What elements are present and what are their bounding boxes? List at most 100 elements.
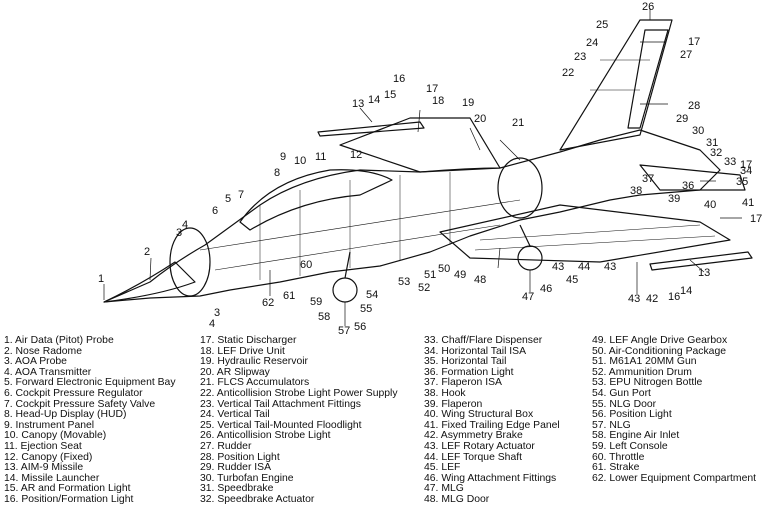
legend-item: 9. Instrument Panel xyxy=(4,419,95,431)
legend-column: 1. Air Data (Pitot) Probe 2. Nose Radome… xyxy=(4,335,176,506)
callout-number: 42 xyxy=(646,293,658,305)
rudder-outline xyxy=(627,29,669,129)
callout-number: 2 xyxy=(144,246,150,258)
callout-number: 40 xyxy=(704,199,716,211)
callout-number: 3 xyxy=(214,307,220,319)
legend-item: 34. Horizontal Tail ISA xyxy=(424,345,527,357)
callout-number: 11 xyxy=(315,151,326,163)
callout-number: 22 xyxy=(562,67,574,79)
callout-number: 18 xyxy=(432,95,444,107)
callout-number: 57 xyxy=(338,325,350,335)
legend-item: 59. Left Console xyxy=(592,440,668,452)
right-wing-outline xyxy=(439,204,731,263)
aircraft-cutaway-diagram: 1 2 3 4 3 4 5 6 7 8 9 10 11 12 13 14 15 … xyxy=(98,1,762,335)
callout-number: 13 xyxy=(352,98,364,110)
legend-item: 39. Flaperon xyxy=(424,398,483,410)
legend-item: 19. Hydraulic Reservoir xyxy=(200,356,308,368)
legend-item: 1. Air Data (Pitot) Probe xyxy=(4,335,114,346)
callout-number: 50 xyxy=(438,263,450,275)
callout-number: 12 xyxy=(350,149,362,161)
leader-lines xyxy=(103,8,742,326)
callout-number: 17 xyxy=(740,159,752,171)
callout-number: 43 xyxy=(628,293,640,305)
callout-number: 4 xyxy=(182,219,188,231)
callout-number: 48 xyxy=(474,274,486,286)
callout-number: 23 xyxy=(574,51,586,63)
legend-item: 44. LEF Torque Shaft xyxy=(424,451,523,463)
callout-number: 8 xyxy=(274,167,280,179)
legend-item: 61. Strake xyxy=(592,462,640,474)
legend-item: 28. Position Light xyxy=(200,451,280,463)
callout-number: 29 xyxy=(676,113,688,125)
callout-number: 61 xyxy=(283,290,295,302)
callout-number: 16 xyxy=(668,291,680,303)
engine-intake-outline xyxy=(169,227,211,297)
legend-item: 49. LEF Angle Drive Gearbox xyxy=(592,335,728,346)
legend-column: 33. Chaff/Flare Dispenser 34. Horizontal… xyxy=(424,335,560,506)
legend-item: 25. Vertical Tail-Mounted Floodlight xyxy=(200,419,362,431)
callout-number: 49 xyxy=(454,269,466,281)
legend-item: 38. Hook xyxy=(424,387,466,399)
callout-number: 37 xyxy=(642,173,654,185)
legend-item: 37. Flaperon ISA xyxy=(424,377,502,389)
legend-item: 46. Wing Attachment Fittings xyxy=(424,472,557,484)
callout-number: 21 xyxy=(512,117,524,129)
legend-item: 10. Canopy (Movable) xyxy=(4,430,107,442)
legend-item: 14. Missile Launcher xyxy=(4,472,100,484)
callout-number: 62 xyxy=(262,297,274,309)
callout-number: 46 xyxy=(540,283,552,295)
callout-number: 32 xyxy=(710,147,722,159)
legend-item: 52. Ammunition Drum xyxy=(592,366,692,378)
legend-item: 6. Cockpit Pressure Regulator xyxy=(4,387,143,399)
callout-number: 7 xyxy=(238,189,244,201)
legend-item: 47. MLG xyxy=(424,483,464,495)
callout-number: 17 xyxy=(688,36,700,48)
legend-item: 57. NLG xyxy=(592,419,631,431)
legend-item: 18. LEF Drive Unit xyxy=(200,345,285,357)
legend-item: 58. Engine Air Inlet xyxy=(592,430,680,442)
callout-number: 17 xyxy=(750,213,762,225)
legend-item: 33. Chaff/Flare Dispenser xyxy=(424,335,543,346)
legend-item: 29. Rudder ISA xyxy=(200,462,272,474)
callout-number: 25 xyxy=(596,19,608,31)
left-wing-outline xyxy=(339,117,501,173)
legend-item: 15. AR and Formation Light xyxy=(4,483,131,495)
callout-number: 15 xyxy=(384,89,396,101)
callout-number: 59 xyxy=(310,296,322,308)
legend-item: 11. Ejection Seat xyxy=(4,440,82,452)
legend-item: 56. Position Light xyxy=(592,409,672,421)
callout-number: 4 xyxy=(209,318,215,330)
legend-item: 55. NLG Door xyxy=(592,398,657,410)
legend-item: 60. Throttle xyxy=(592,451,645,463)
legend-item: 20. AR Slipway xyxy=(200,366,270,378)
legend-item: 48. MLG Door xyxy=(424,493,490,505)
upper-missile-outline xyxy=(317,121,425,137)
callout-number: 10 xyxy=(294,155,306,167)
callout-number: 43 xyxy=(604,261,616,273)
vertical-tail-outline xyxy=(559,19,673,151)
callout-number: 26 xyxy=(642,1,654,13)
legend-item: 62. Lower Equipment Compartment xyxy=(592,472,757,484)
callout-number: 19 xyxy=(462,97,474,109)
legend-item: 42. Asymmetry Brake xyxy=(424,430,523,442)
nose-radome-outline xyxy=(103,261,196,303)
legend-item: 24. Vertical Tail xyxy=(200,409,270,421)
callout-number: 5 xyxy=(225,193,231,205)
callout-number: 31 xyxy=(706,137,718,149)
legend-item: 22. Anticollision Strobe Light Power Sup… xyxy=(200,387,398,399)
callout-number: 52 xyxy=(418,282,430,294)
callout-number: 14 xyxy=(680,285,692,297)
callout-number: 53 xyxy=(398,276,410,288)
legend-item: 23. Vertical Tail Attachment Fittings xyxy=(200,398,361,410)
callout-number: 34 xyxy=(740,165,752,177)
canopy-outline xyxy=(239,169,393,231)
legend-item: 8. Head-Up Display (HUD) xyxy=(4,409,127,421)
callout-number: 60 xyxy=(300,259,312,271)
legend-item: 50. Air-Conditioning Package xyxy=(592,345,727,357)
legend-item: 32. Speedbrake Actuator xyxy=(200,493,315,505)
nose-gear-wheel xyxy=(332,277,358,303)
callout-number: 51 xyxy=(424,269,436,281)
callout-number: 43 xyxy=(552,261,564,273)
legend-item: 16. Position/Formation Light xyxy=(4,493,134,505)
legend-item: 43. LEF Rotary Actuator xyxy=(424,440,535,452)
